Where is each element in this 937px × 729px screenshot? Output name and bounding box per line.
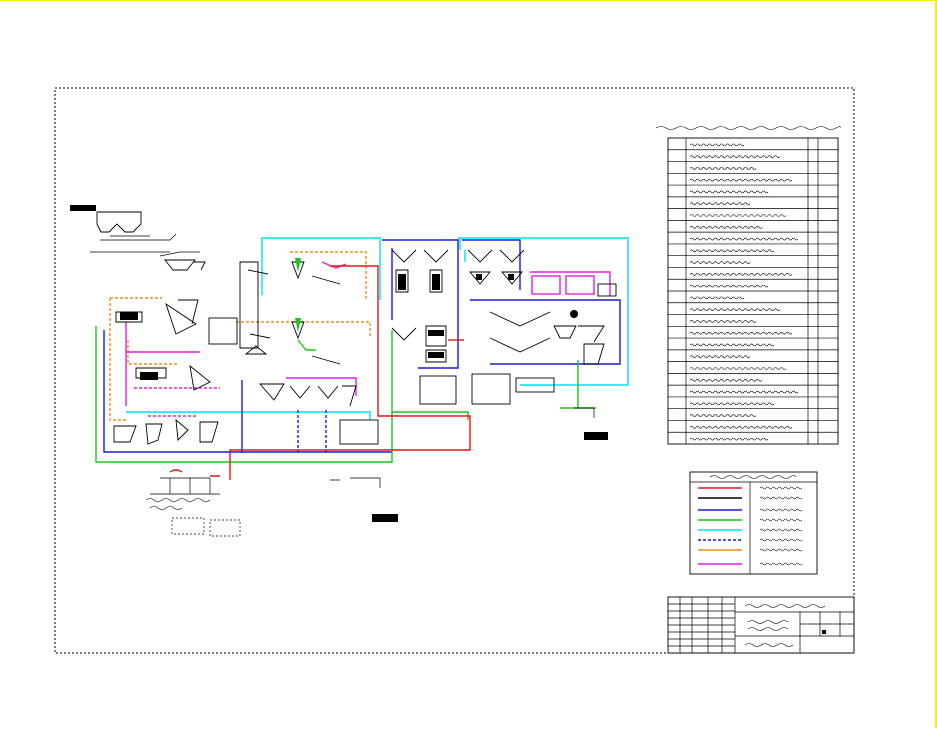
legend-entry-text [759,528,803,532]
equipment-table-row-text [689,367,787,370]
product-outputs [330,407,608,522]
feed-label-stamp [70,205,96,211]
equipment-table-row-text [689,378,763,382]
equipment-table-row-text [689,437,769,441]
equipment-table-row-text [689,190,769,194]
equipment-table [655,126,841,445]
equipment-table-row-text [689,426,793,429]
legend-entry-text [759,518,803,522]
equipment-table-row-text [689,202,751,206]
equipment-table-row-text [689,178,793,182]
sheet-border [54,87,855,654]
equipment-table-title [655,126,841,130]
equipment-table-row-text [689,414,757,417]
legend-title [709,475,797,479]
equipment-table-row-text [689,308,781,311]
equipment-symbols [120,258,579,380]
title-block [667,596,855,654]
legend-entry-text [759,496,803,500]
equipment-table-row-text [689,225,763,229]
legend [689,471,818,575]
equipment-table-row-text [689,390,799,394]
equipment-table-row-text [689,284,769,288]
legend-entry-text [759,538,803,542]
equipment-table-row-text [689,237,799,241]
legend-entry-text [759,508,803,512]
equipment-table-row-text [689,261,751,264]
legend-entry-text [759,548,803,552]
equipment-table-row-text [689,155,781,158]
product-stamp-1 [372,514,398,522]
feed-bins [96,211,142,233]
equipment-table-row-text [689,331,793,335]
equipment-table-row-text [689,402,775,406]
equipment-table-row-text [689,296,745,300]
equipment-table-row-text [689,143,745,147]
pipelines [95,237,629,480]
legend-entry-text [759,562,803,566]
equipment-table-row-text [689,167,757,170]
equipment-table-row-text [689,249,775,253]
equipment-table-row-text [689,214,787,217]
legend-frame [689,471,818,575]
feed-section [70,205,206,271]
equipment-table-row-text [689,320,757,323]
legend-entry-text [759,486,803,490]
equipment-table-row-text [689,355,751,359]
product-stamp-2 [584,432,608,440]
equipment-outlines [113,249,617,445]
equipment-table-row-text [689,343,775,347]
sample-station [145,477,241,537]
equipment-table-row-text [689,273,793,276]
